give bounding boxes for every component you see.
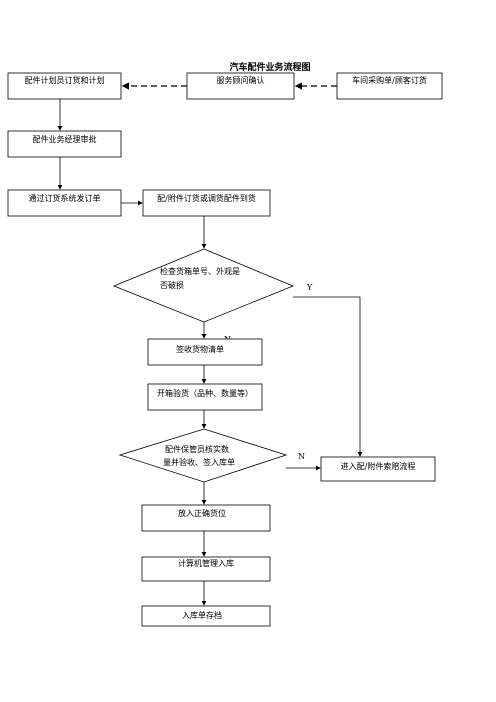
claim-label: 进入配/附件索赔流程	[341, 461, 416, 471]
manager-label: 配件业务经理审批	[33, 134, 97, 144]
system-order-label: 通过订货系统发订单	[29, 193, 101, 203]
diagram-title: 汽车配件业务流程图	[229, 63, 311, 73]
shelve-box	[141, 504, 271, 532]
verify-label-line1: 配件保管员核实数	[165, 444, 229, 454]
yes-label: Y	[306, 283, 313, 292]
no-label-right: N	[298, 452, 305, 461]
archive-box	[141, 605, 271, 627]
archive-label: 入库单存档	[182, 610, 222, 620]
verify-diamond	[118, 428, 288, 483]
workshop-label: 车间采购单/顾客订货	[352, 75, 427, 85]
check-label-line2: 否破损	[160, 280, 184, 290]
arrow-check-to-claim	[293, 296, 363, 457]
sign-label: 签收货物清单	[176, 344, 224, 354]
plan-label: 配件计划员订货和计划	[25, 75, 105, 85]
plan-box	[7, 72, 122, 100]
check-diamond	[112, 248, 295, 323]
arrival-box	[142, 189, 271, 217]
sign-box	[147, 338, 263, 366]
manager-box	[7, 130, 122, 158]
service-label: 服务顾问确认	[217, 75, 265, 85]
inspect-box	[147, 383, 263, 411]
verify-label-line2: 量并验收、签入库单	[163, 457, 235, 467]
computer-box	[141, 556, 271, 582]
system-order-box	[7, 189, 122, 217]
claim-box	[320, 456, 436, 482]
shelve-label: 放入正确货位	[178, 508, 226, 518]
check-label-line1: 检查货箱单号、外观是	[160, 266, 240, 276]
computer-label: 计算机管理入库	[178, 558, 234, 568]
arrival-label: 配/附件订货或调货配件到货	[157, 193, 256, 203]
workshop-box	[336, 72, 443, 100]
inspect-label: 开箱验货（品种、数量等）	[157, 388, 253, 398]
service-box	[186, 72, 295, 100]
